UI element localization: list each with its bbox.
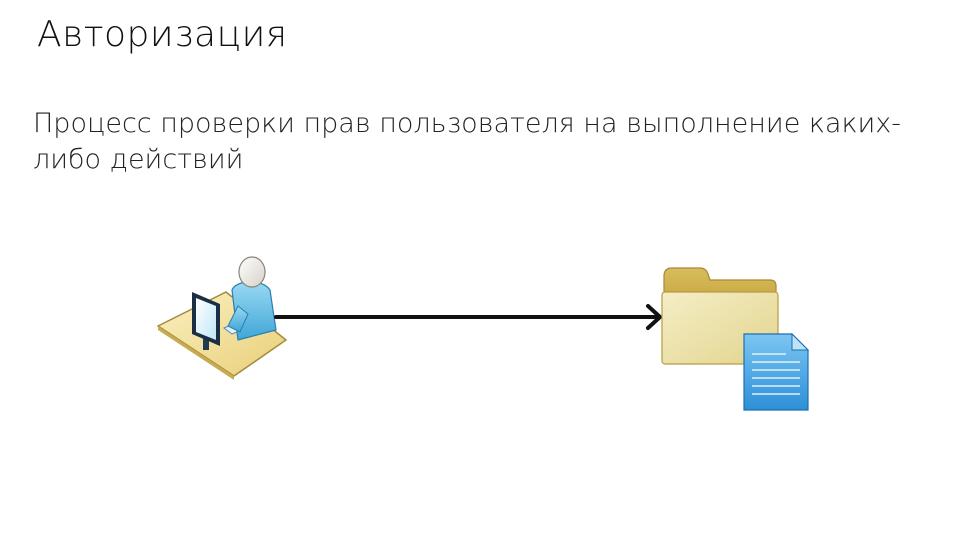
arrow-connector bbox=[274, 304, 662, 330]
slide-body-text: Процесс проверки прав пользователя на вы… bbox=[33, 108, 902, 175]
user-at-computer-icon bbox=[156, 256, 288, 380]
document-icon bbox=[743, 332, 810, 411]
slide-title: Авторизация bbox=[37, 14, 288, 55]
folder-with-document-icon bbox=[661, 267, 810, 411]
